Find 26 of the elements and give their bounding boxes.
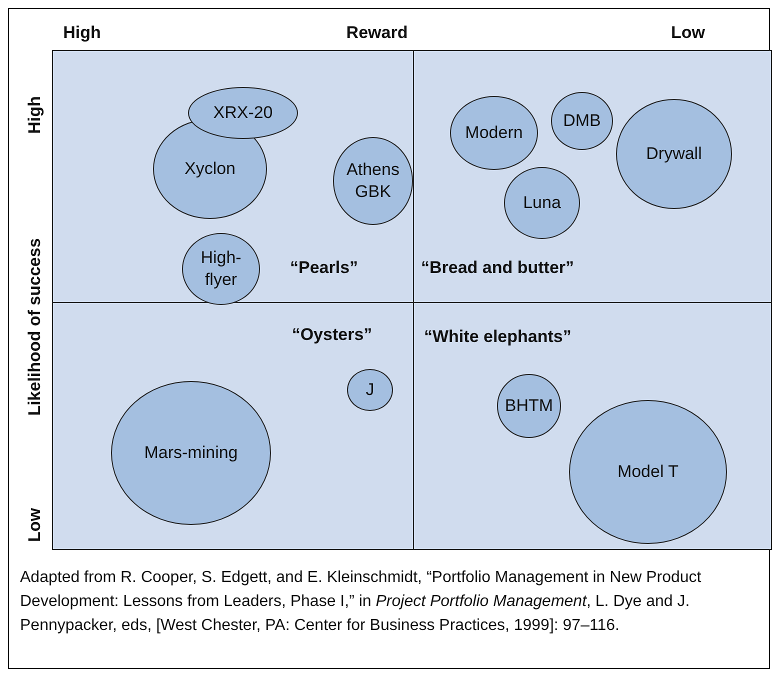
project-bubble: High-flyer [182,233,260,305]
project-bubble: Mars-mining [111,381,271,525]
project-bubble: Drywall [616,99,732,209]
project-bubble: DMB [551,92,613,150]
axis-end-label: Low [25,508,45,542]
project-bubble: XRX-20 [188,87,298,139]
quadrant-panel [52,302,414,550]
axis-end-label: High [25,96,45,134]
quadrant-panel [413,302,772,550]
project-bubble: BHTM [497,374,561,438]
project-bubble: Modern [450,96,538,170]
project-bubble: Luna [504,167,580,239]
project-bubble: Model T [569,400,727,544]
quadrant-label: “Bread and butter” [421,258,574,278]
axis-title: Likelihood of success [25,238,45,416]
quadrant-panel [52,50,414,303]
axis-end-label: High [63,23,101,43]
quadrant-panel [413,50,772,303]
axis-title: Reward [346,23,408,43]
quadrant-label: “Pearls” [290,258,358,278]
quadrant-label: “White elephants” [424,327,572,347]
caption: Adapted from R. Cooper, S. Edgett, and E. Kleinschmidt, “Portfolio Management in New Product Development: Lessons from Leaders, Phase I,” in Project Portfolio Management, L. Dye and J. Pennypacker, eds, [West Chester, PA: Center for Business Practices, 1999]: 97–116. [20,568,702,636]
project-bubble: Athens GBK [333,137,413,225]
axis-end-label: Low [671,23,705,43]
project-bubble: J [347,369,393,411]
quadrant-label: “Oysters” [292,325,372,345]
